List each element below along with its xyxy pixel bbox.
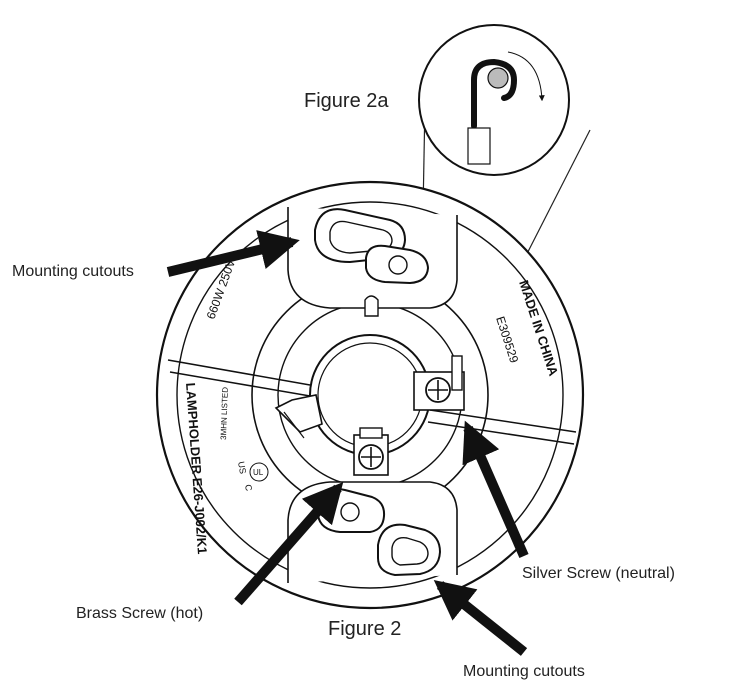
ul-mark: UL bbox=[249, 462, 269, 482]
inset-figure-2a bbox=[418, 24, 570, 176]
top-mounting-cutout bbox=[314, 208, 430, 285]
inset-screw-head bbox=[487, 67, 509, 89]
c-stamp: C bbox=[243, 484, 254, 493]
inset-circle bbox=[418, 24, 570, 176]
silver-screw-label: Silver Screw (neutral) bbox=[522, 565, 675, 582]
figure-2a-title: Figure 2a bbox=[304, 90, 389, 112]
figure-2-title: Figure 2 bbox=[328, 618, 401, 640]
inset-wire-insulation bbox=[467, 127, 491, 165]
arrow-mounting-bottom bbox=[433, 580, 528, 656]
lampholder-base: 660W 250V MADE IN CHINA E309529 LAMPHOLD… bbox=[155, 180, 585, 610]
mounting-cutouts-top-label: Mounting cutouts bbox=[12, 263, 134, 280]
arrow-silver-screw bbox=[462, 420, 529, 559]
left-clip bbox=[274, 394, 323, 439]
inset-clockwise-arrow bbox=[507, 51, 545, 102]
brass-screw bbox=[353, 427, 389, 476]
listing-stamp: 3MHN LISTED bbox=[219, 387, 230, 440]
us-stamp: US bbox=[236, 461, 248, 475]
silver-screw bbox=[413, 355, 465, 411]
arrow-brass-screw bbox=[234, 481, 344, 606]
inset-wire-loop bbox=[471, 58, 518, 129]
arrow-mounting-top bbox=[166, 230, 300, 277]
svg-text:UL: UL bbox=[253, 468, 264, 477]
mounting-cutouts-bottom-label: Mounting cutouts bbox=[463, 663, 585, 680]
brass-screw-label: Brass Screw (hot) bbox=[76, 605, 203, 622]
inner-rim bbox=[176, 201, 564, 589]
